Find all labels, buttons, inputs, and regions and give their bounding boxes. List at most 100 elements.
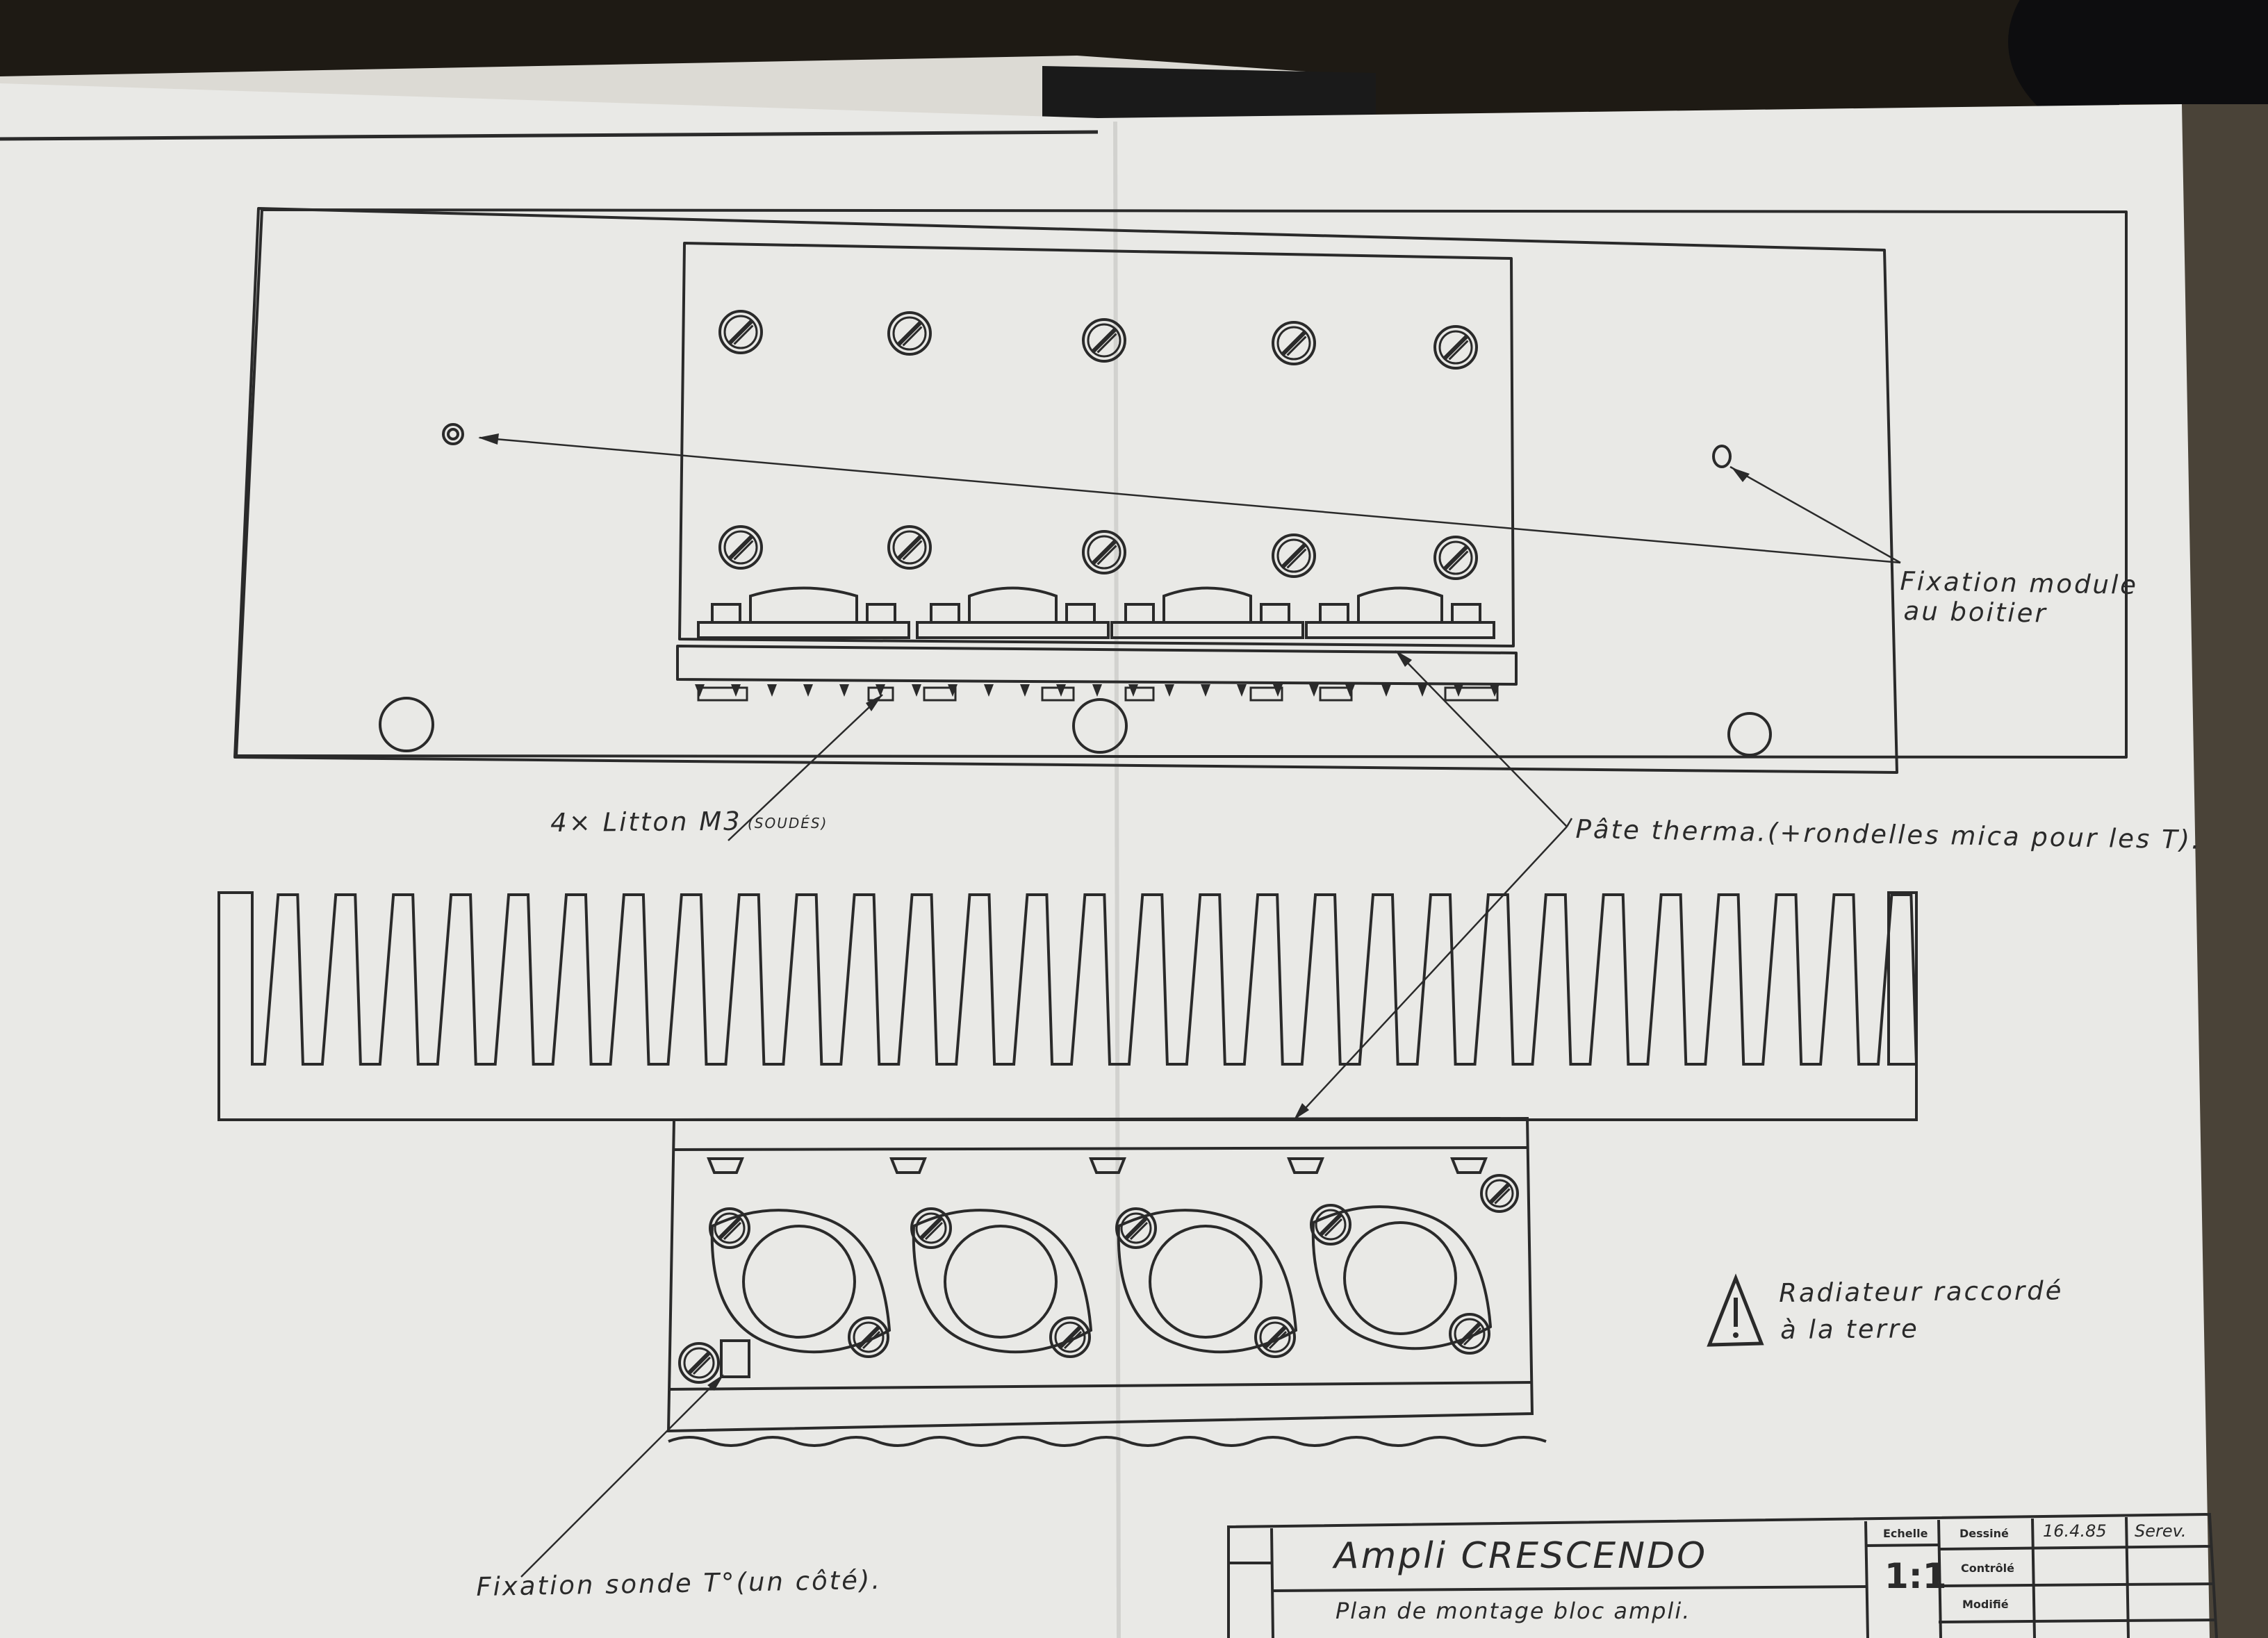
slotted-screw-icon <box>709 1207 750 1249</box>
solder-tooth <box>1165 684 1174 697</box>
label-au-boitier: au boitier <box>1903 596 2048 629</box>
screw-slot <box>1124 1216 1148 1240</box>
fixing-hole-left <box>442 423 464 445</box>
radiator-bottom-edge <box>668 1381 1533 1391</box>
solder-pad <box>1041 686 1075 702</box>
screw-inner <box>1315 1209 1347 1241</box>
solder-pad <box>1444 686 1499 702</box>
label-fixation-module: Fixation module <box>1900 566 2139 600</box>
leader-pate-tick <box>1566 818 1573 827</box>
slotted-screw-icon <box>1115 1207 1157 1249</box>
screw-head <box>1310 1204 1351 1246</box>
slotted-screw-icon <box>848 1316 889 1358</box>
slotted-screw-icon <box>1449 1313 1490 1355</box>
solder-tooth <box>912 684 921 697</box>
screw-slot-edge <box>902 326 923 347</box>
screw-slot-edge <box>692 1356 712 1375</box>
screw-slot <box>857 1325 880 1349</box>
paper-sheet <box>0 83 2210 1638</box>
solder-tooth <box>803 684 813 697</box>
screw-slot-edge <box>1463 1327 1482 1346</box>
solder-tooth <box>1309 684 1319 697</box>
solder-tooth <box>984 684 994 697</box>
arrow-heads <box>478 433 1750 1391</box>
solder-tooth <box>1092 684 1102 697</box>
arrow-pate-bottom <box>1294 1103 1309 1120</box>
slotted-screw-icon <box>1272 533 1316 578</box>
title-block-author-col <box>2125 1516 2130 1638</box>
solder-teeth <box>695 684 1499 702</box>
to3-body <box>1149 1225 1263 1339</box>
label-a-la-terre: à la terre <box>1780 1314 1919 1345</box>
screw-slot-edge <box>924 1221 944 1241</box>
screw-slot <box>1443 335 1468 360</box>
to3-flange <box>1311 1205 1493 1350</box>
mounting-hole-center <box>1072 698 1128 754</box>
title-block-scale-row <box>1865 1544 1939 1547</box>
screw-group <box>718 310 1478 580</box>
checked-label: Contrôlé <box>1961 1562 2014 1575</box>
arrow-sonde <box>707 1374 724 1391</box>
screw-inner <box>1438 540 1473 575</box>
title-block-row1 <box>1938 1545 2212 1550</box>
solder-pad <box>1249 686 1283 702</box>
screw-slot-edge <box>1448 550 1469 571</box>
screw-slot-edge <box>1096 333 1117 354</box>
screw-inner <box>915 1212 947 1244</box>
drawing-title: Ampli CRESCENDO <box>1334 1535 1707 1577</box>
screw-head <box>887 311 932 356</box>
screw-slot-edge <box>733 324 754 345</box>
screw-inner <box>1276 326 1311 361</box>
to3-flange <box>912 1209 1093 1354</box>
screw-slot <box>728 535 753 560</box>
arrow-litton <box>866 695 882 711</box>
screw-slot-edge <box>1129 1221 1149 1241</box>
screw-head <box>1082 530 1126 574</box>
screw-inner <box>1438 330 1473 365</box>
screw-head <box>718 310 763 354</box>
radiator-tab <box>1450 1157 1488 1174</box>
slotted-screw-icon <box>678 1342 720 1384</box>
screw-head <box>1254 1316 1296 1358</box>
screw-slot-edge <box>1324 1218 1343 1237</box>
screw-inner <box>1120 1212 1152 1244</box>
to3-body <box>944 1225 1058 1339</box>
transistor-can <box>749 586 858 622</box>
fixing-hole-right <box>1712 445 1732 468</box>
slotted-screw-icon <box>1254 1316 1296 1358</box>
to3-body <box>742 1225 856 1339</box>
solder-pad <box>923 686 957 702</box>
title-block-label-col <box>1937 1519 1942 1638</box>
slotted-screw-icon <box>1272 321 1316 365</box>
leader-lines <box>479 436 1901 1578</box>
module-base-plate <box>676 645 1518 686</box>
solder-pad <box>867 686 894 702</box>
leader-fixation-right <box>1729 465 1901 564</box>
screw-inner <box>1454 1318 1486 1350</box>
scale-header: Echelle <box>1883 1527 1928 1540</box>
screw-inner <box>723 530 758 565</box>
title-block-row3 <box>1938 1619 2216 1623</box>
screw-slot-edge <box>862 1330 881 1350</box>
screw-head <box>1449 1313 1490 1355</box>
screw-inner <box>1259 1321 1291 1353</box>
warning-triangle-icon <box>1707 1273 1764 1347</box>
screw-slot <box>1319 1213 1342 1236</box>
transistor-tab <box>1451 603 1481 624</box>
screw-head <box>1115 1207 1157 1249</box>
title-block-row2 <box>1938 1582 2214 1587</box>
to3-flange <box>710 1209 891 1354</box>
slotted-screw-icon <box>1310 1204 1351 1246</box>
slotted-screw-icon <box>1049 1316 1091 1358</box>
screw-inner <box>723 315 758 349</box>
transistor-can <box>1357 586 1443 622</box>
slotted-screw-icon <box>1433 536 1478 580</box>
title-block-frame <box>1227 1512 2218 1638</box>
screw-slot <box>1489 1183 1510 1204</box>
screw-slot <box>1458 1322 1481 1346</box>
transistor-tab <box>1124 603 1155 624</box>
slotted-screw-icon <box>887 525 932 570</box>
screw-slot <box>728 320 753 345</box>
label-litton: 4× Litton M3 <box>550 806 742 838</box>
